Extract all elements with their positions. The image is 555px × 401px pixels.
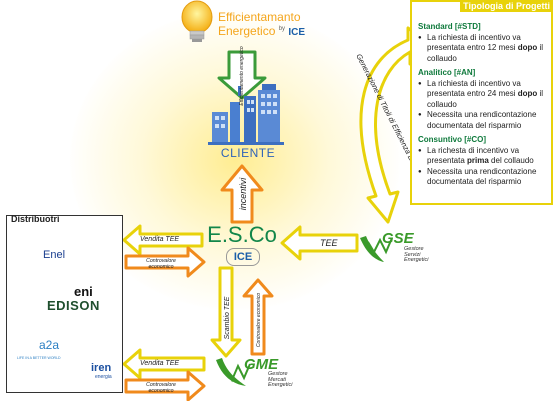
iren-sub-label: energia xyxy=(95,374,112,380)
consuntivo-head: Consuntivo [#CO] xyxy=(418,135,486,144)
vendita-tee-top-label: Vendita TEE xyxy=(140,236,180,243)
efficientamento-arrow-label: Efficientamento energetico xyxy=(239,46,245,105)
cliente-label: CLIENTE xyxy=(220,146,276,160)
building-icon xyxy=(208,84,284,145)
vendita-tee-bottom-label: Vendita TEE xyxy=(140,360,180,367)
brand-title: Efficientamanto Energetico by ICE xyxy=(218,10,305,41)
tee-label: TEE xyxy=(320,238,338,248)
consuntivo-bullet-2: Necessita una rendicontazione documentat… xyxy=(418,167,547,188)
brand-ice: ICE xyxy=(288,27,306,38)
vendita-tee-bottom-arrow xyxy=(122,348,206,380)
scambio-tee-arrow xyxy=(210,266,242,358)
standard-head: Standard [#STD] xyxy=(418,22,481,31)
a2a-sub-label: LIFE IN A BETTER WORLD xyxy=(17,356,61,360)
controvalore-gme-label: Controvalore economico xyxy=(256,293,262,347)
gse-sub-label: Gestore Servizi Energetici xyxy=(404,246,429,263)
esco-ice-logo: ICE xyxy=(226,248,260,266)
gme-label: GME xyxy=(244,356,279,373)
controvalore-top-arrow xyxy=(124,246,206,278)
tipologia-body: Standard [#STD] La richiesta di incentiv… xyxy=(418,20,547,188)
controvalore-gme-arrow xyxy=(242,278,274,356)
brand-title-line1: Efficientamanto xyxy=(218,10,301,24)
distributori-box: Distribuotri Enel eni EDISON a2a LIFE IN… xyxy=(6,214,123,393)
edison-label: EDISON xyxy=(47,298,100,313)
esco-label: E.S.Co xyxy=(207,222,277,247)
controvalore-bottom-arrow xyxy=(124,370,206,401)
incentivi-arrow xyxy=(220,164,264,224)
brand-title-line2: Energetico xyxy=(218,24,276,38)
distributori-title: Distribuotri xyxy=(11,214,60,224)
consuntivo-bullet-1: La richesta di incentivo va presentata p… xyxy=(418,146,547,167)
efficientamento-arrow xyxy=(217,50,267,100)
controvalore-bottom-label: Controvalore economico xyxy=(146,382,176,394)
gse-logo-icon xyxy=(360,236,393,262)
analitico-bullet-2: Necessita una rendicontazione documentat… xyxy=(418,110,547,131)
tipologia-box: Tipologia di Progetti Standard [#STD] La… xyxy=(410,0,553,205)
iren-label: iren xyxy=(91,362,112,374)
vendita-tee-top-arrow xyxy=(122,224,204,256)
tee-arrow xyxy=(280,225,359,261)
scambio-tee-label: Scambio TEE xyxy=(224,296,231,339)
tipologia-title: Tipologia di Progetti xyxy=(460,0,553,12)
brand-by: by xyxy=(278,26,286,32)
light-bulb-icon xyxy=(181,0,213,42)
gme-logo-icon xyxy=(216,358,251,386)
analitico-head: Analitico [#AN] xyxy=(418,68,476,77)
generazione-arrow xyxy=(359,26,432,224)
a2a-label: a2a xyxy=(39,338,60,352)
gme-sub-label: Gestore Mercati Energetici xyxy=(268,371,293,388)
analitico-bullet-1: La richiesta di incentivo va presentata … xyxy=(418,79,547,111)
enel-label: Enel xyxy=(43,249,66,261)
gse-label: GSE xyxy=(382,230,414,247)
controvalore-top-label: Controvalore economico xyxy=(146,258,176,270)
standard-bullet-1: La richiesta di incentivo va presentata … xyxy=(418,33,547,65)
incentivi-label: incentivi xyxy=(238,177,248,211)
eni-label: eni xyxy=(74,284,93,299)
